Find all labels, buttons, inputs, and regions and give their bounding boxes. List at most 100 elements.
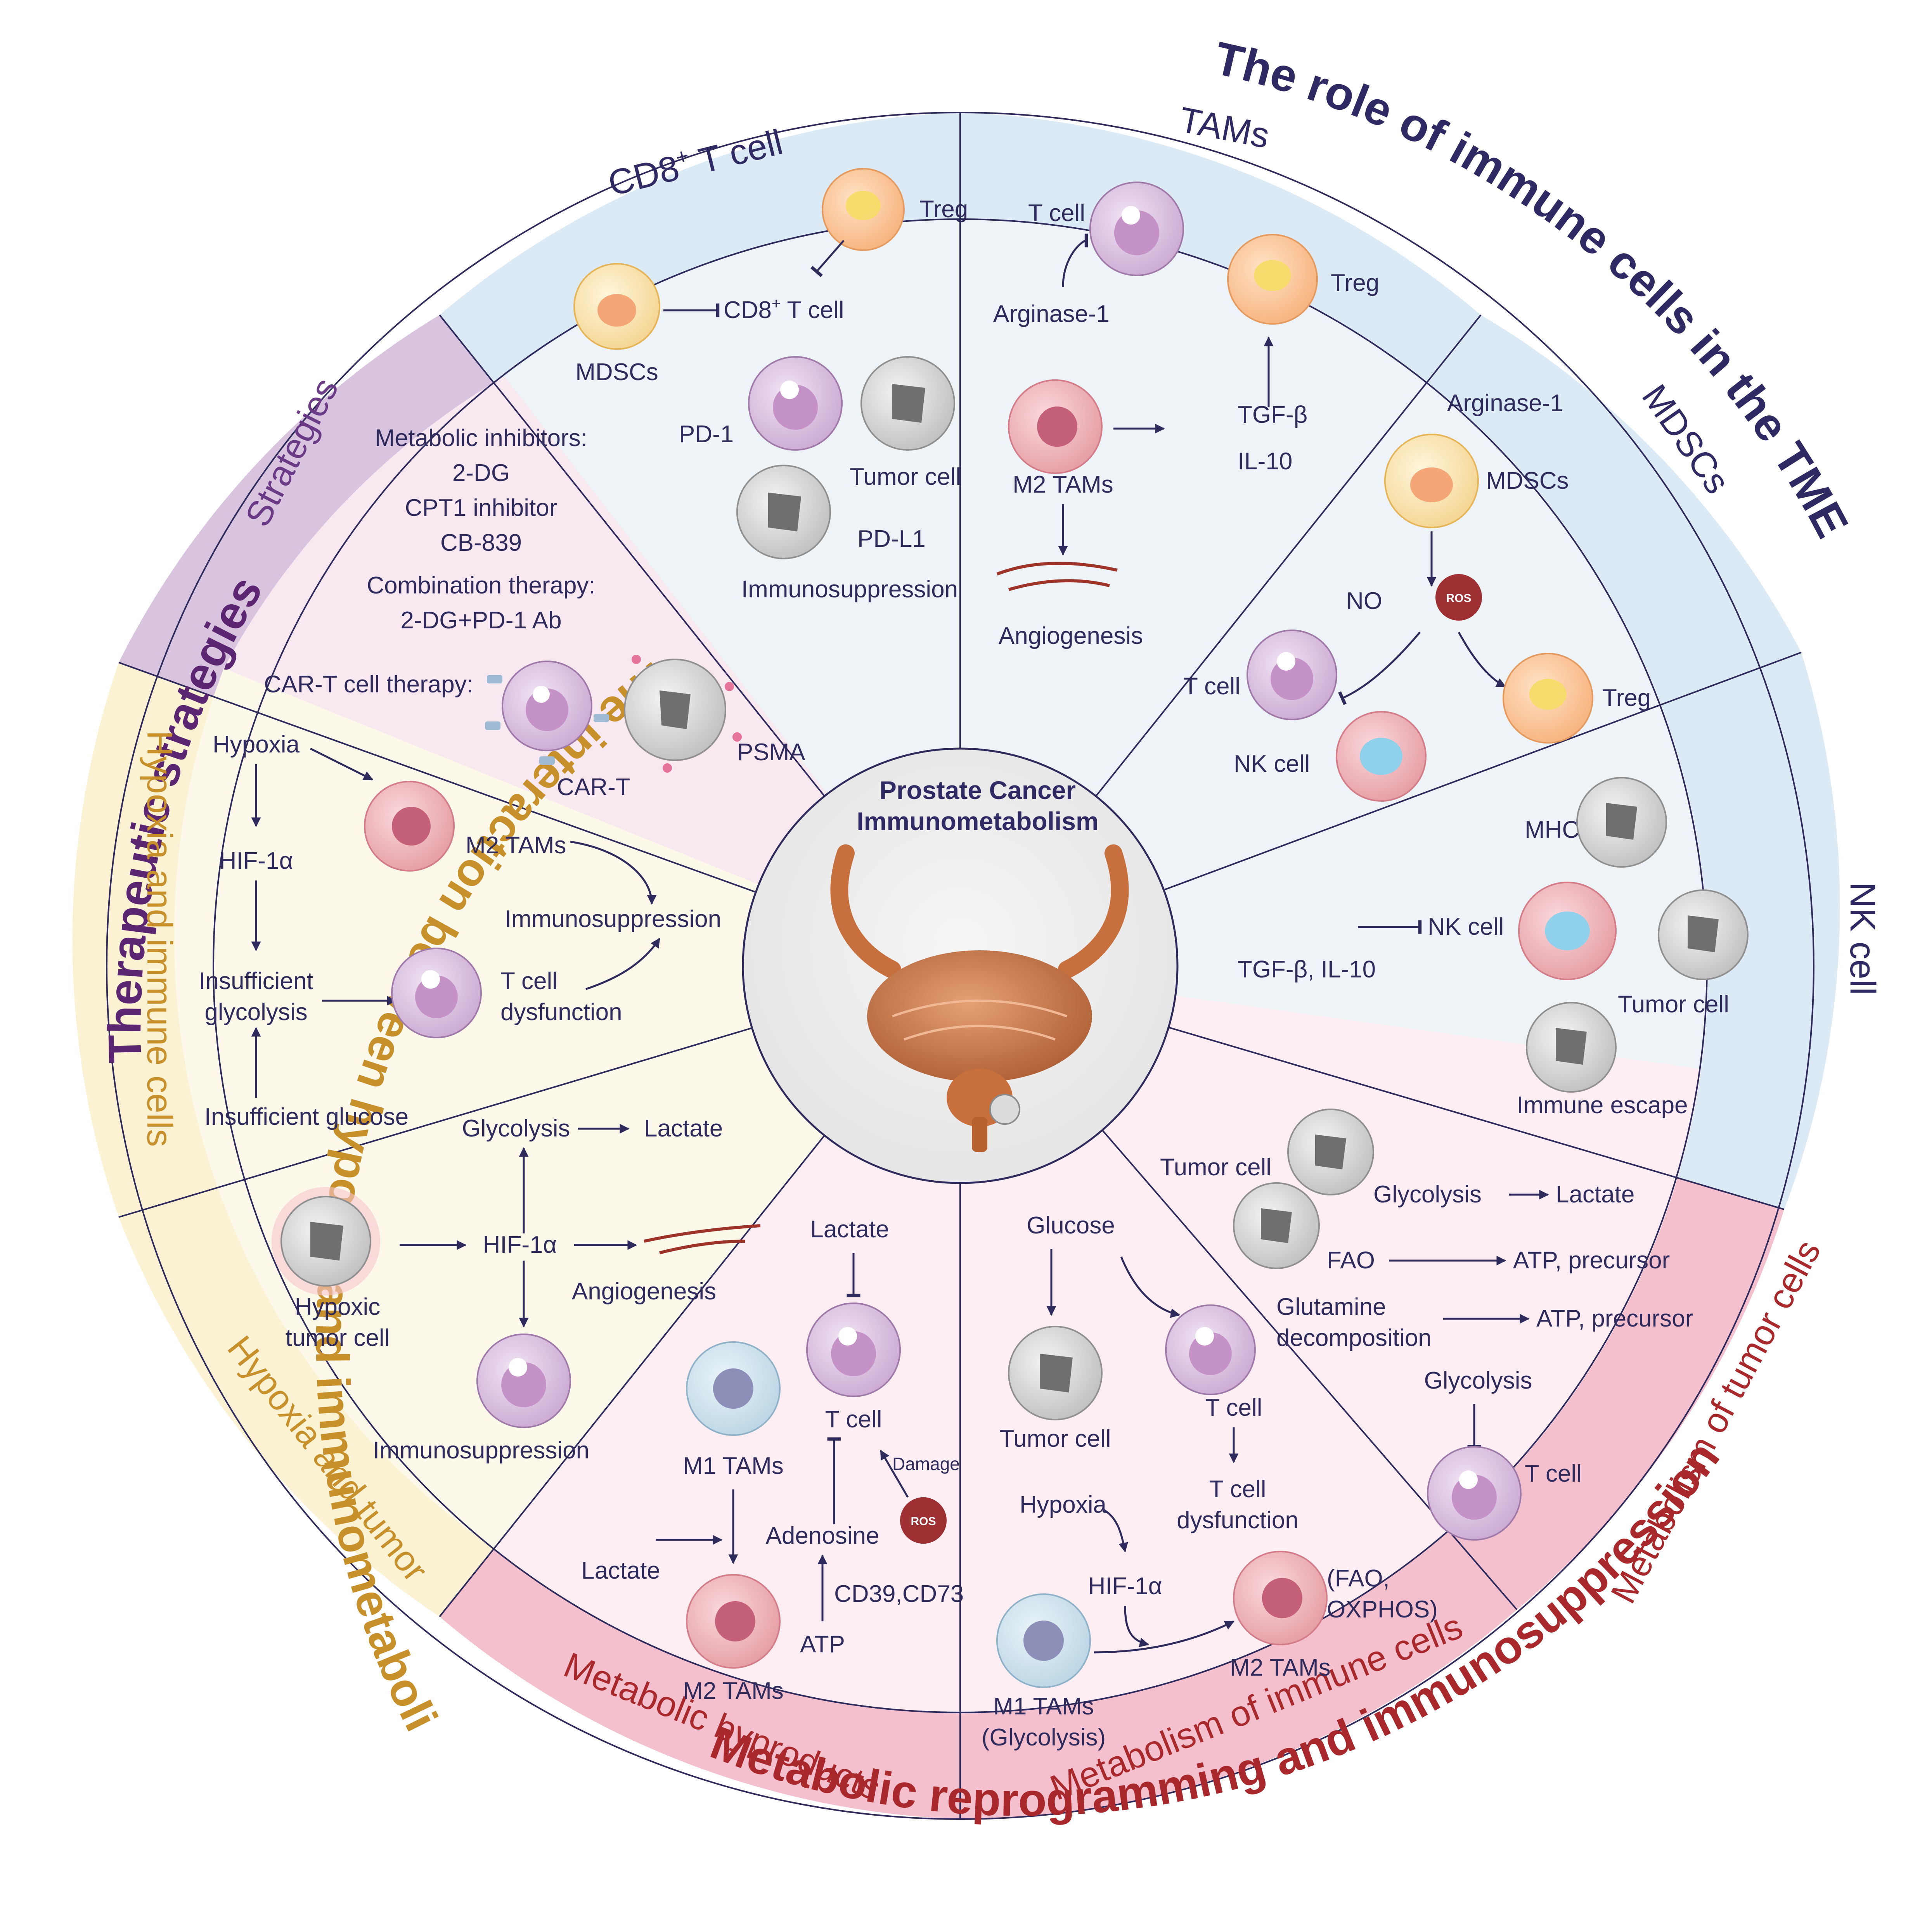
- tm-glyc2: Glycolysis: [1424, 1367, 1532, 1394]
- tams-vessel: [996, 562, 1118, 591]
- cd8-tumor-cell-2: [736, 465, 831, 559]
- cd8-pdl1: PD-L1: [857, 526, 926, 552]
- nk-cell: [1518, 882, 1617, 980]
- byproducts-panel: Lactate T cell Damage ROS M1 TAMs Adenos…: [581, 1216, 964, 1704]
- band-label-nk: NK cell: [1843, 882, 1882, 995]
- tm-tcell: T cell: [1525, 1460, 1582, 1487]
- strat-l5: Combination therapy:: [367, 572, 595, 599]
- tams-treg-cell: [1227, 234, 1318, 325]
- sector-metab-right: [960, 966, 1701, 1713]
- cd8-tumor-cell: [860, 356, 955, 451]
- hi-t2: dysfunction: [500, 999, 622, 1026]
- strat-l3: CPT1 inhibitor: [405, 495, 557, 521]
- bp-ros: ROS: [900, 1497, 947, 1544]
- nk-tumor-3: [1526, 1002, 1617, 1093]
- bp-cd39: CD39,CD73: [834, 1581, 964, 1607]
- hi-glucose: Insufficient glucose: [204, 1104, 409, 1130]
- bp-m1: M1 TAMs: [683, 1453, 784, 1479]
- hi-t-cell: [391, 948, 482, 1038]
- nk-tgf: TGF-β, IL-10: [1238, 956, 1376, 983]
- tm-lactate: Lactate: [1556, 1181, 1634, 1208]
- im-tdys2: dysfunction: [1177, 1507, 1298, 1534]
- nk-tumor-1: [1576, 777, 1667, 868]
- tm-glycolysis: Glycolysis: [1373, 1181, 1482, 1208]
- hi-hypoxia: Hypoxia: [213, 731, 300, 758]
- tm-tumor: Tumor cell: [1160, 1154, 1271, 1181]
- center-hub: Prostate Cancer Immunometabolism: [742, 747, 1179, 1184]
- cd8-pd1: PD-1: [679, 421, 734, 448]
- hyp-immune-panel: Hypoxia M2 TAMs HIF-1α Immunosuppression…: [199, 731, 721, 1130]
- inner-sectors: [174, 219, 1709, 1713]
- im-fao1: (FAO,: [1327, 1565, 1390, 1592]
- strat-l6: 2-DG+PD-1 Ab: [400, 607, 561, 634]
- psma-tumor-cell: [624, 655, 742, 773]
- ht-hyp1: Hypoxic: [295, 1294, 381, 1320]
- center-title-2: Immunometabolism: [857, 807, 1098, 835]
- tumor-metab-panel: Tumor cell Glycolysis Lactate FAO ATP, p…: [1160, 1109, 1693, 1541]
- center-title-1: Prostate Cancer: [879, 776, 1076, 804]
- im-t-cell: [1165, 1304, 1256, 1395]
- tm-tumor-cell-1: [1287, 1109, 1374, 1195]
- tams-t-cell: [1089, 182, 1184, 276]
- ht-hypoxic-tumor: [272, 1187, 380, 1295]
- strat-cart: CAR-T: [557, 774, 630, 801]
- hi-t1: T cell: [500, 968, 557, 995]
- im-m1a: M1 TAMs: [993, 1693, 1094, 1720]
- mdscs-nk-cell: [1336, 711, 1427, 802]
- bp-lactate-top: Lactate: [810, 1216, 889, 1243]
- tams-tgfb: TGF-β: [1238, 401, 1307, 428]
- cd8-t-cell: [748, 356, 843, 451]
- hi-hif: HIF-1α: [219, 848, 293, 874]
- bp-lactate: Lactate: [581, 1557, 660, 1584]
- ht-angio: Angiogenesis: [572, 1278, 716, 1305]
- band-label-hypoxia-immune: Hypoxia and immune cells: [140, 730, 179, 1147]
- nk-tumor-2: [1658, 889, 1749, 980]
- cd8-label: CD8+ T cell: [724, 295, 844, 323]
- tams-panel: T cell Arginase-1 Treg TGF-β IL-10 M2 TA…: [993, 182, 1379, 649]
- bp-ros-label: ROS: [911, 1515, 936, 1528]
- strategies-panel: Metabolic inhibitors: 2-DG CPT1 inhibito…: [264, 425, 805, 801]
- im-tcell: T cell: [1205, 1394, 1262, 1421]
- hi-insuf2: glycolysis: [204, 999, 307, 1026]
- cd8-tumor: Tumor cell: [850, 464, 961, 490]
- cd8-immuno: Immunosuppression: [741, 576, 958, 603]
- ht-hif: HIF-1α: [483, 1231, 557, 1258]
- tams-treg: Treg: [1331, 270, 1379, 296]
- bp-m2-tam: [686, 1574, 781, 1669]
- nk-panel: MHC TGF-β, IL-10 NK cell Tumor cell Immu…: [1238, 777, 1749, 1119]
- mdscs-ros: ROS: [1446, 592, 1471, 605]
- tams-angio: Angiogenesis: [999, 623, 1143, 649]
- bp-damage: Damage: [892, 1454, 960, 1474]
- bp-tcell: T cell: [825, 1406, 882, 1433]
- tams-tcell: T cell: [1028, 200, 1085, 227]
- cd8-panel: Treg MDSCs CD8+ T cell PD-1 Tumor cell P…: [573, 168, 968, 603]
- mdscs-treg: Treg: [1602, 685, 1651, 711]
- mdscs-treg-cell: [1503, 653, 1593, 744]
- ht-vessel: [644, 1224, 761, 1254]
- nk-mhc: MHC: [1525, 816, 1579, 843]
- tm-atp1: ATP, precursor: [1513, 1247, 1670, 1274]
- prostate-icon: [830, 844, 1129, 1152]
- cd8-mdscs: MDSCs: [575, 359, 658, 386]
- bp-m1-tam: [686, 1341, 781, 1436]
- ros-cell: ROS: [1435, 574, 1482, 621]
- immune-metab-panel: Glucose Tumor cell T cell T cell dysfunc…: [982, 1212, 1438, 1751]
- tm-tumor-cell-2: [1233, 1182, 1320, 1269]
- im-hif: HIF-1α: [1088, 1573, 1162, 1600]
- strat-car: CAR-T cell therapy:: [264, 671, 473, 698]
- im-m1-tam: [996, 1593, 1091, 1688]
- ht-glycolysis: Glycolysis: [462, 1115, 570, 1142]
- im-tumor-cell: [1008, 1326, 1103, 1420]
- nk-escape: Immune escape: [1517, 1092, 1688, 1119]
- hi-m2: M2 TAMs: [466, 832, 566, 859]
- im-m2: M2 TAMs: [1230, 1654, 1331, 1681]
- sector-strategies: [504, 219, 960, 966]
- sector-strategies-pink: [224, 376, 960, 966]
- mdscs-panel: Arginase-1 MDSCs NO ROS T cell Treg NK: [1183, 390, 1651, 802]
- mdscs-arginase: Arginase-1: [1447, 390, 1563, 417]
- ht-immuno: Immunosuppression: [373, 1437, 589, 1464]
- mdsc-cell: [573, 263, 660, 350]
- tm-atp2: ATP, precursor: [1536, 1305, 1693, 1332]
- sector-byproducts: [495, 966, 960, 1712]
- im-tumor: Tumor cell: [999, 1425, 1111, 1452]
